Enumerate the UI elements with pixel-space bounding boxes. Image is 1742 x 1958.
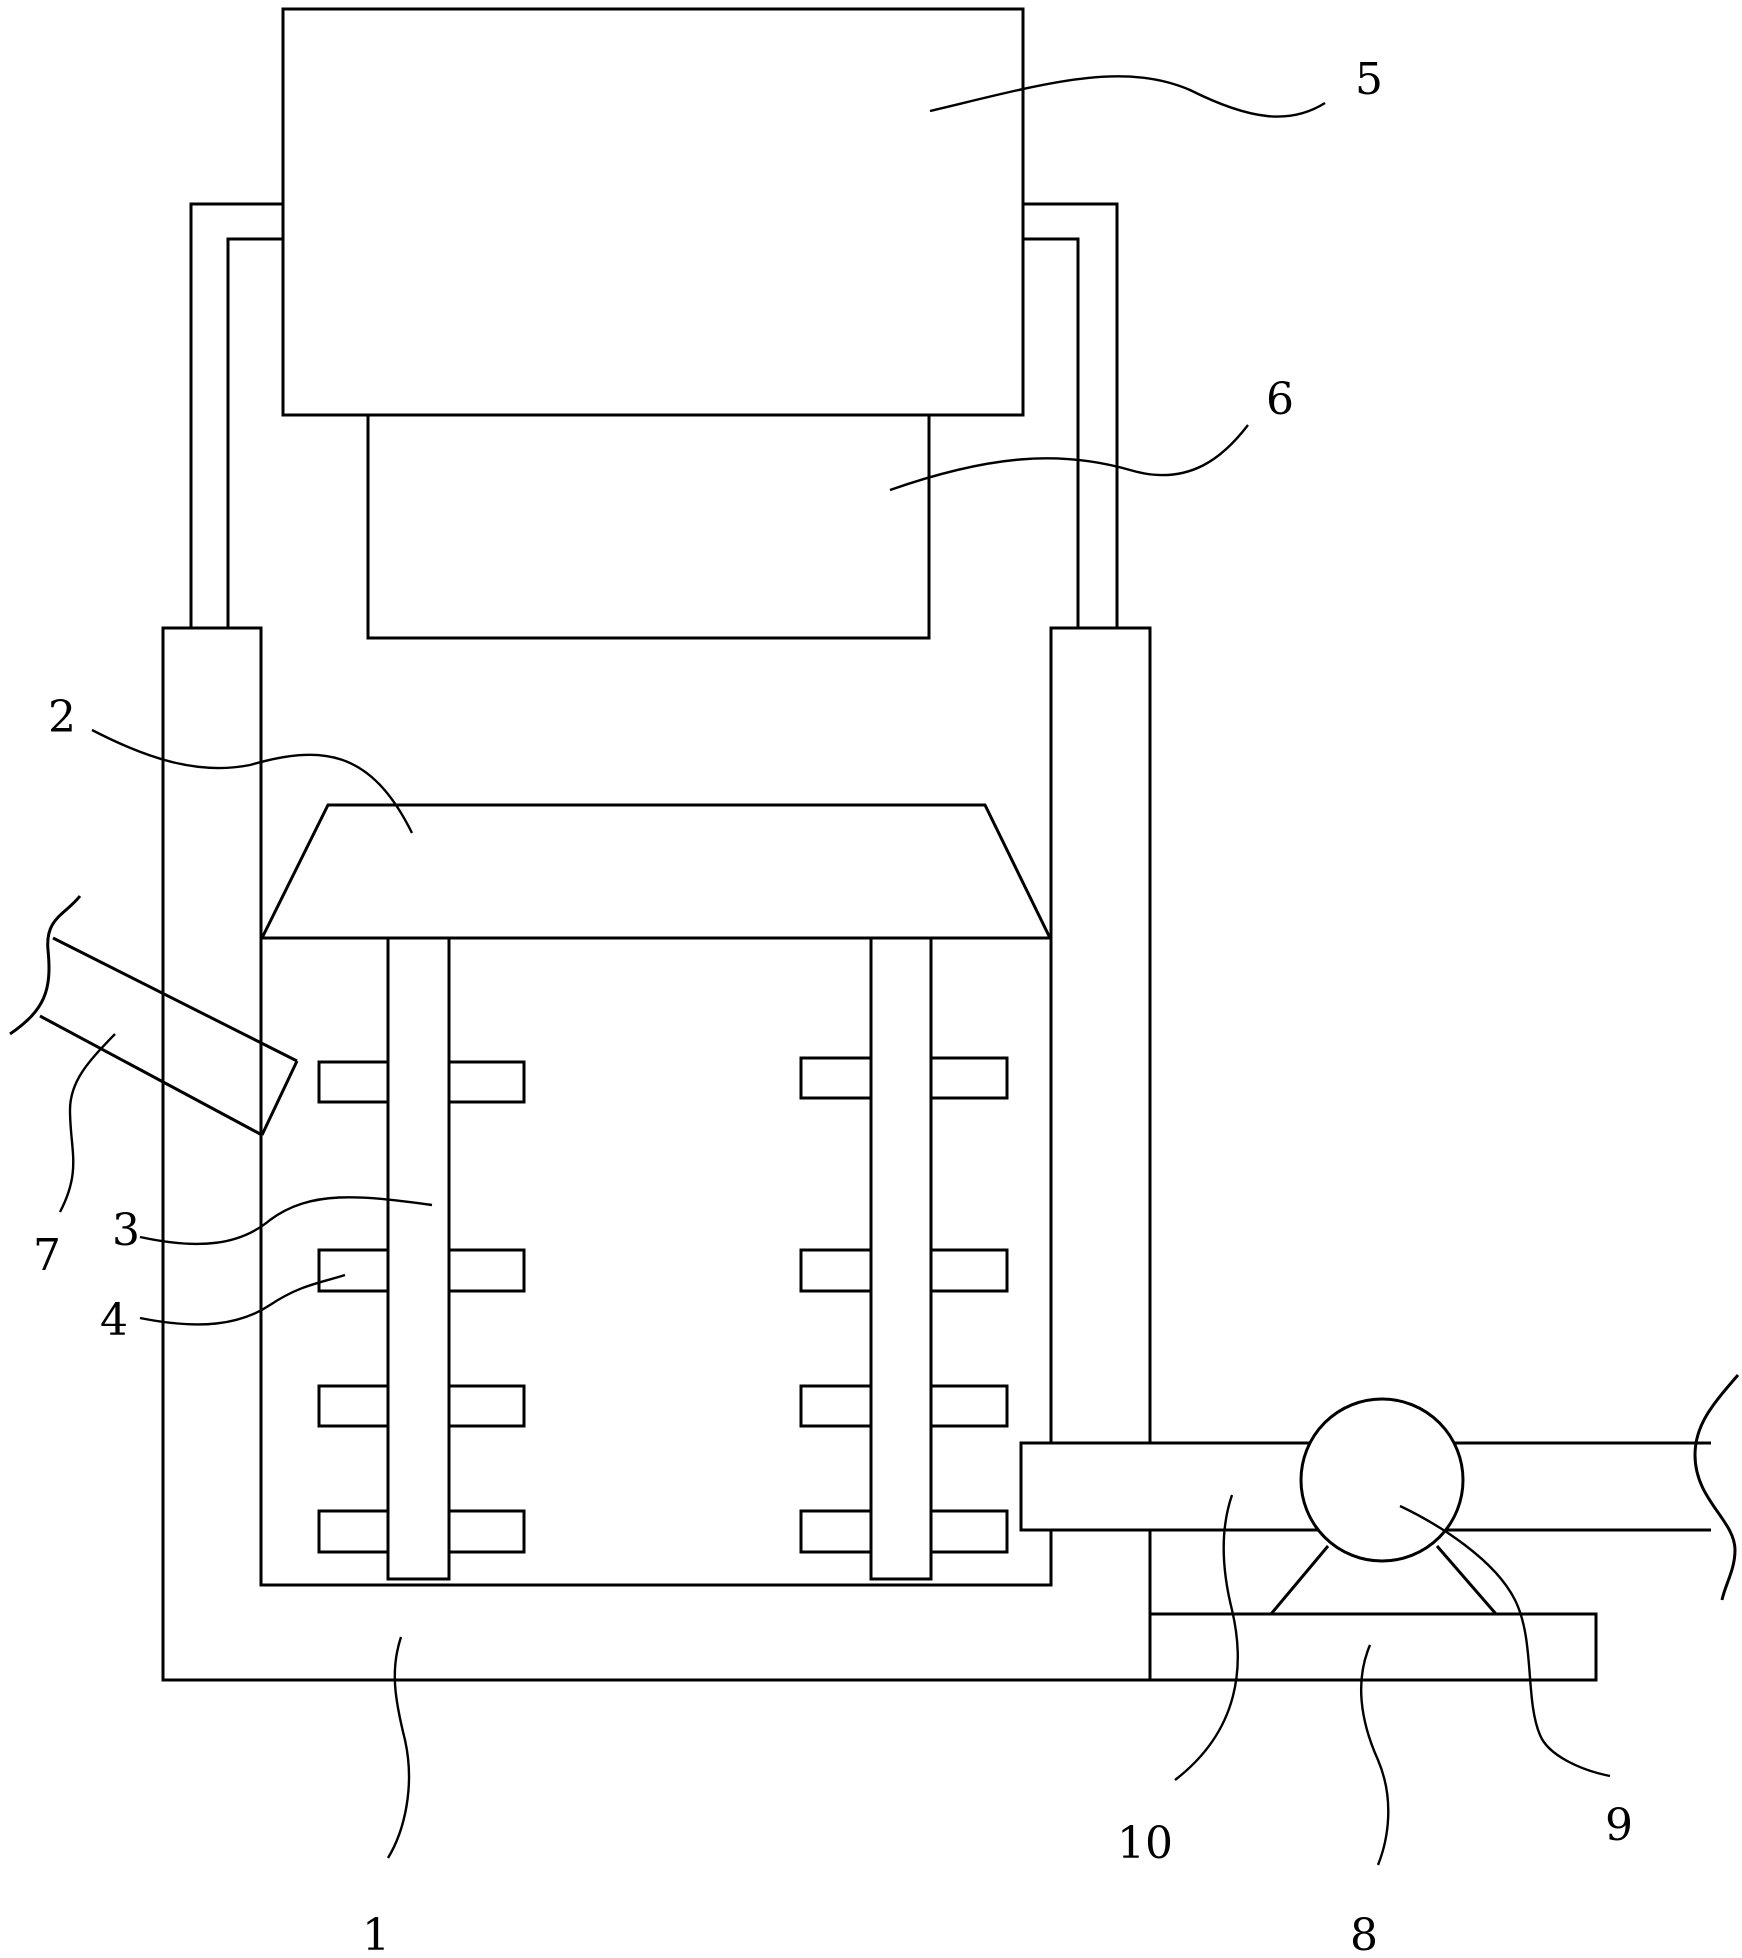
blade (929, 1248, 1009, 1293)
blade (929, 1384, 1009, 1428)
blade (799, 1384, 873, 1428)
blade (929, 1509, 1009, 1554)
part-labels: 5 6 2 3 4 7 1 10 8 9 (33, 54, 1633, 1958)
blade (447, 1060, 526, 1104)
label-6: 6 (1266, 374, 1294, 425)
leader-line-5 (929, 75, 1326, 118)
leader-line-1 (386, 1636, 411, 1859)
blade (799, 1056, 873, 1100)
blade (317, 1248, 390, 1293)
leader-line-4 (139, 1273, 346, 1326)
blade (317, 1384, 390, 1428)
leader-line-7 (58, 1033, 116, 1213)
blade (799, 1248, 873, 1293)
label-7: 7 (33, 1230, 61, 1281)
leader-line-10 (1174, 1494, 1239, 1781)
blade (447, 1384, 526, 1428)
blade (317, 1509, 390, 1554)
leader-lines (58, 75, 1611, 1866)
leader-line-6 (889, 424, 1249, 492)
top-unit (281, 7, 1025, 417)
inlet-pipe (9, 895, 299, 1137)
stirring-blades (317, 1056, 1009, 1554)
housing-body (161, 626, 1152, 1682)
pump-circle (1299, 1397, 1465, 1563)
left-shaft (386, 936, 451, 1581)
label-8: 8 (1350, 1910, 1378, 1958)
blade (929, 1056, 1009, 1100)
leader-line-3 (139, 1196, 433, 1246)
right-shaft (869, 936, 933, 1581)
lower-block (366, 413, 931, 640)
blade (317, 1060, 390, 1104)
leader-line-8 (1359, 1644, 1390, 1866)
support-base (1148, 1612, 1598, 1682)
blade (447, 1509, 526, 1554)
frame-rails (189, 202, 1119, 627)
label-5: 5 (1355, 54, 1383, 105)
label-2: 2 (48, 692, 76, 743)
pump-supports (1269, 1545, 1498, 1615)
leader-line-9 (1399, 1504, 1611, 1778)
label-3: 3 (112, 1205, 140, 1256)
label-4: 4 (100, 1295, 128, 1346)
label-1: 1 (362, 1910, 390, 1958)
label-10: 10 (1117, 1818, 1173, 1869)
trapezoid-lid (259, 803, 1053, 940)
label-9: 9 (1605, 1800, 1633, 1851)
leader-line-2 (91, 728, 414, 834)
blade (799, 1509, 873, 1554)
blade (447, 1248, 526, 1293)
